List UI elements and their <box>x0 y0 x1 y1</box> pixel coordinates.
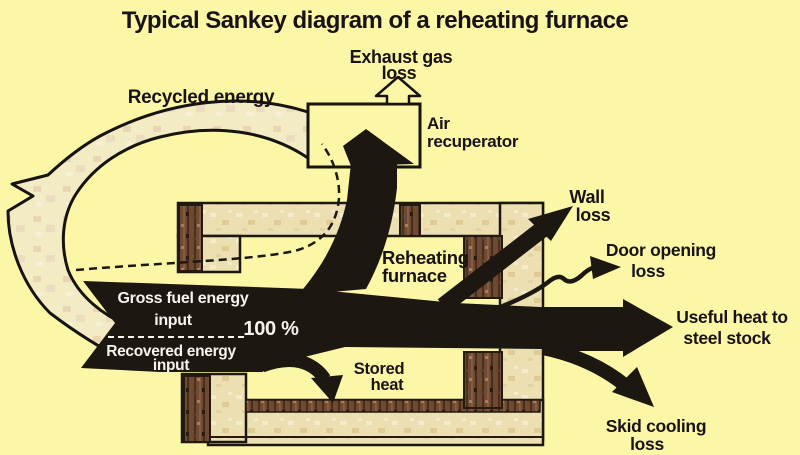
label-useful-heat-line2: steel stock <box>683 328 771 348</box>
sankey-flows <box>81 129 673 407</box>
label-air-recuperator-line2: recuperator <box>427 132 519 151</box>
label-recovered-input-line1: Recovered energy <box>106 343 236 360</box>
label-percent-100: 100 % <box>243 318 299 340</box>
label-stored-heat-line2: heat <box>371 376 405 394</box>
door-opening-arrowhead <box>590 256 621 279</box>
door-opening-loss-arrow <box>500 264 598 309</box>
label-recycled-energy: Recycled energy <box>128 87 275 108</box>
label-reheating-furnace-line1: Reheating <box>382 247 469 268</box>
label-recovered-input-line2: input <box>153 357 190 374</box>
label-gross-fuel-input-line2: input <box>154 312 193 329</box>
stored-heat-arrowhead <box>311 375 343 403</box>
label-wall-loss-line2: loss <box>576 205 611 225</box>
brick-post-bottom-left <box>183 375 211 443</box>
brick-post-top-left <box>178 204 203 272</box>
flue-gas-arrowhead <box>343 129 414 166</box>
flue-gas-branch <box>298 163 397 295</box>
wall-loss-arrowhead <box>528 206 573 241</box>
skid-cooling-arrowhead <box>612 367 654 407</box>
label-stored-heat-line1: Stored <box>354 360 404 378</box>
main-flow-arrow <box>81 281 673 372</box>
recycle-path-dashed-line <box>75 143 341 272</box>
label-useful-heat-line1: Useful heat to <box>676 307 788 327</box>
label-reheating-furnace-line2: furnace <box>382 265 447 286</box>
label-skid-cooling-loss-line1: Skid cooling <box>606 416 706 436</box>
label-skid-cooling-loss-line2: loss <box>630 434 664 454</box>
wall-loss-arrow <box>437 217 555 313</box>
brick-post-right-lower <box>463 351 503 409</box>
diagram-title: Typical Sankey diagram of a reheating fu… <box>122 7 629 34</box>
label-wall-loss-line1: Wall <box>569 187 604 207</box>
exhaust-gas-arrow <box>374 75 422 106</box>
label-exhaust-gas-loss-line2: loss <box>382 63 417 83</box>
label-door-opening-loss-line2: loss <box>631 261 665 281</box>
label-gross-fuel-input-line1: Gross fuel energy <box>118 290 249 307</box>
skid-cooling-loss-arrow <box>541 341 631 392</box>
label-door-opening-loss-line1: Door opening <box>606 240 716 260</box>
label-air-recuperator-line1: Air <box>427 114 450 133</box>
brick-post-top-center <box>399 204 421 237</box>
stored-heat-arrow <box>259 353 331 384</box>
label-exhaust-gas-loss-line1: Exhaust gas <box>350 47 453 67</box>
